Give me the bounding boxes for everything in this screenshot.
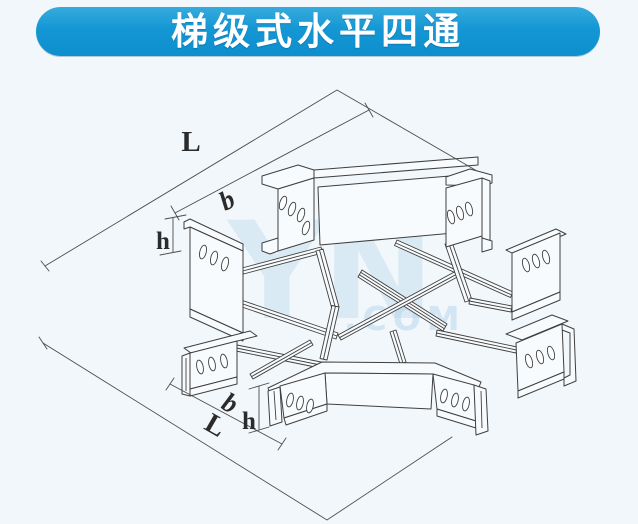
left-arm-slots [196,244,229,375]
bottom-arm-slots [286,388,470,414]
left-arm [181,218,258,397]
top-arm-slots [278,195,474,236]
right-arm [505,228,577,399]
label-bottom-height: h [242,408,256,435]
label-top-length: L [181,126,200,158]
dimension-lines [38,89,478,521]
label-top-height: h [156,228,170,255]
ladder-rungs [235,239,518,380]
top-arm [261,156,493,255]
dim-line-bottom-b [169,383,283,445]
dim-line-bottom-h [248,382,270,434]
dim-line-top-h [159,214,187,256]
bottom-arm [267,361,489,436]
page-title: 梯级式水平四通 [171,11,465,52]
dim-line-top-L [44,89,478,267]
right-arm-slots [521,249,556,369]
title-banner: 梯级式水平四通 [36,7,600,56]
dim-line-top-b [174,109,370,214]
dim-line-bottom-L [42,342,453,521]
